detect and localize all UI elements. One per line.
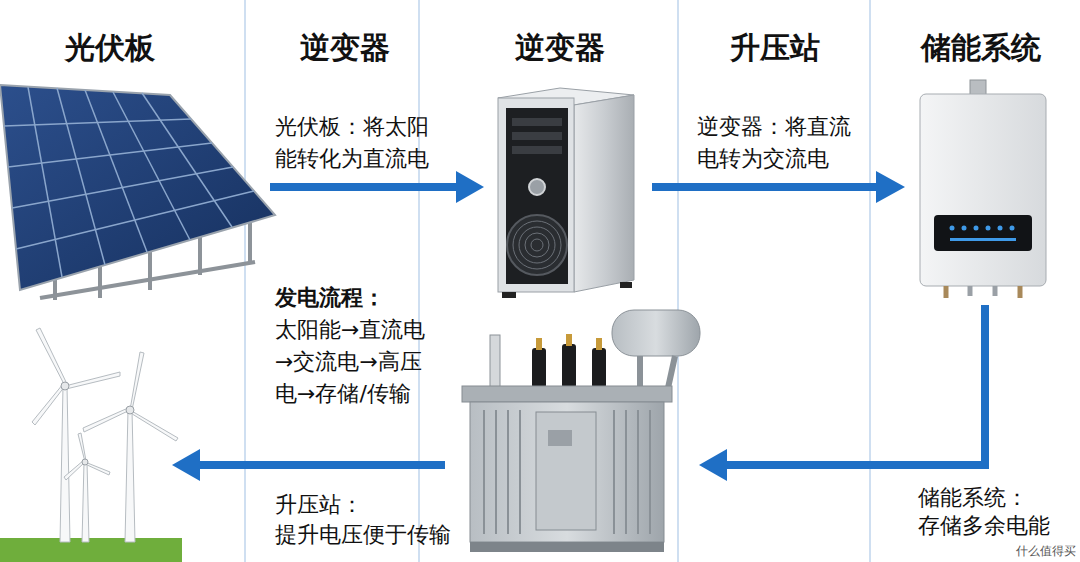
wind-turbines [0,328,182,562]
step-note: 逆变器：将直流电转为交流电 [697,111,862,175]
flow-heading: 发电流程： [275,282,440,314]
column-divider [245,0,870,562]
storage-unit [920,80,1046,298]
note-body: 提升电压便于传输 [275,520,460,550]
column-header: 逆变器 [460,28,660,68]
column-header: 逆变器 [265,28,425,68]
transformer [462,310,700,552]
inverter-cabinet [498,88,634,298]
flow-arrow [172,171,989,481]
column-header: 升压站 [685,28,865,68]
solar-panel [0,85,275,300]
note-heading: 升压站： [275,490,455,520]
note-heading: 储能系统： [918,484,1076,512]
note-body: 存储多余电能 [918,512,1076,540]
column-header: 储能系统 [886,28,1076,68]
flow-steps: 太阳能→直流电→交流电→高压电→存储/传输 [275,314,443,410]
step-note: 光伏板：将太阳能转化为直流电 [275,111,440,175]
watermark: 什么值得买 [1000,543,1076,559]
column-header: 光伏板 [10,28,210,68]
